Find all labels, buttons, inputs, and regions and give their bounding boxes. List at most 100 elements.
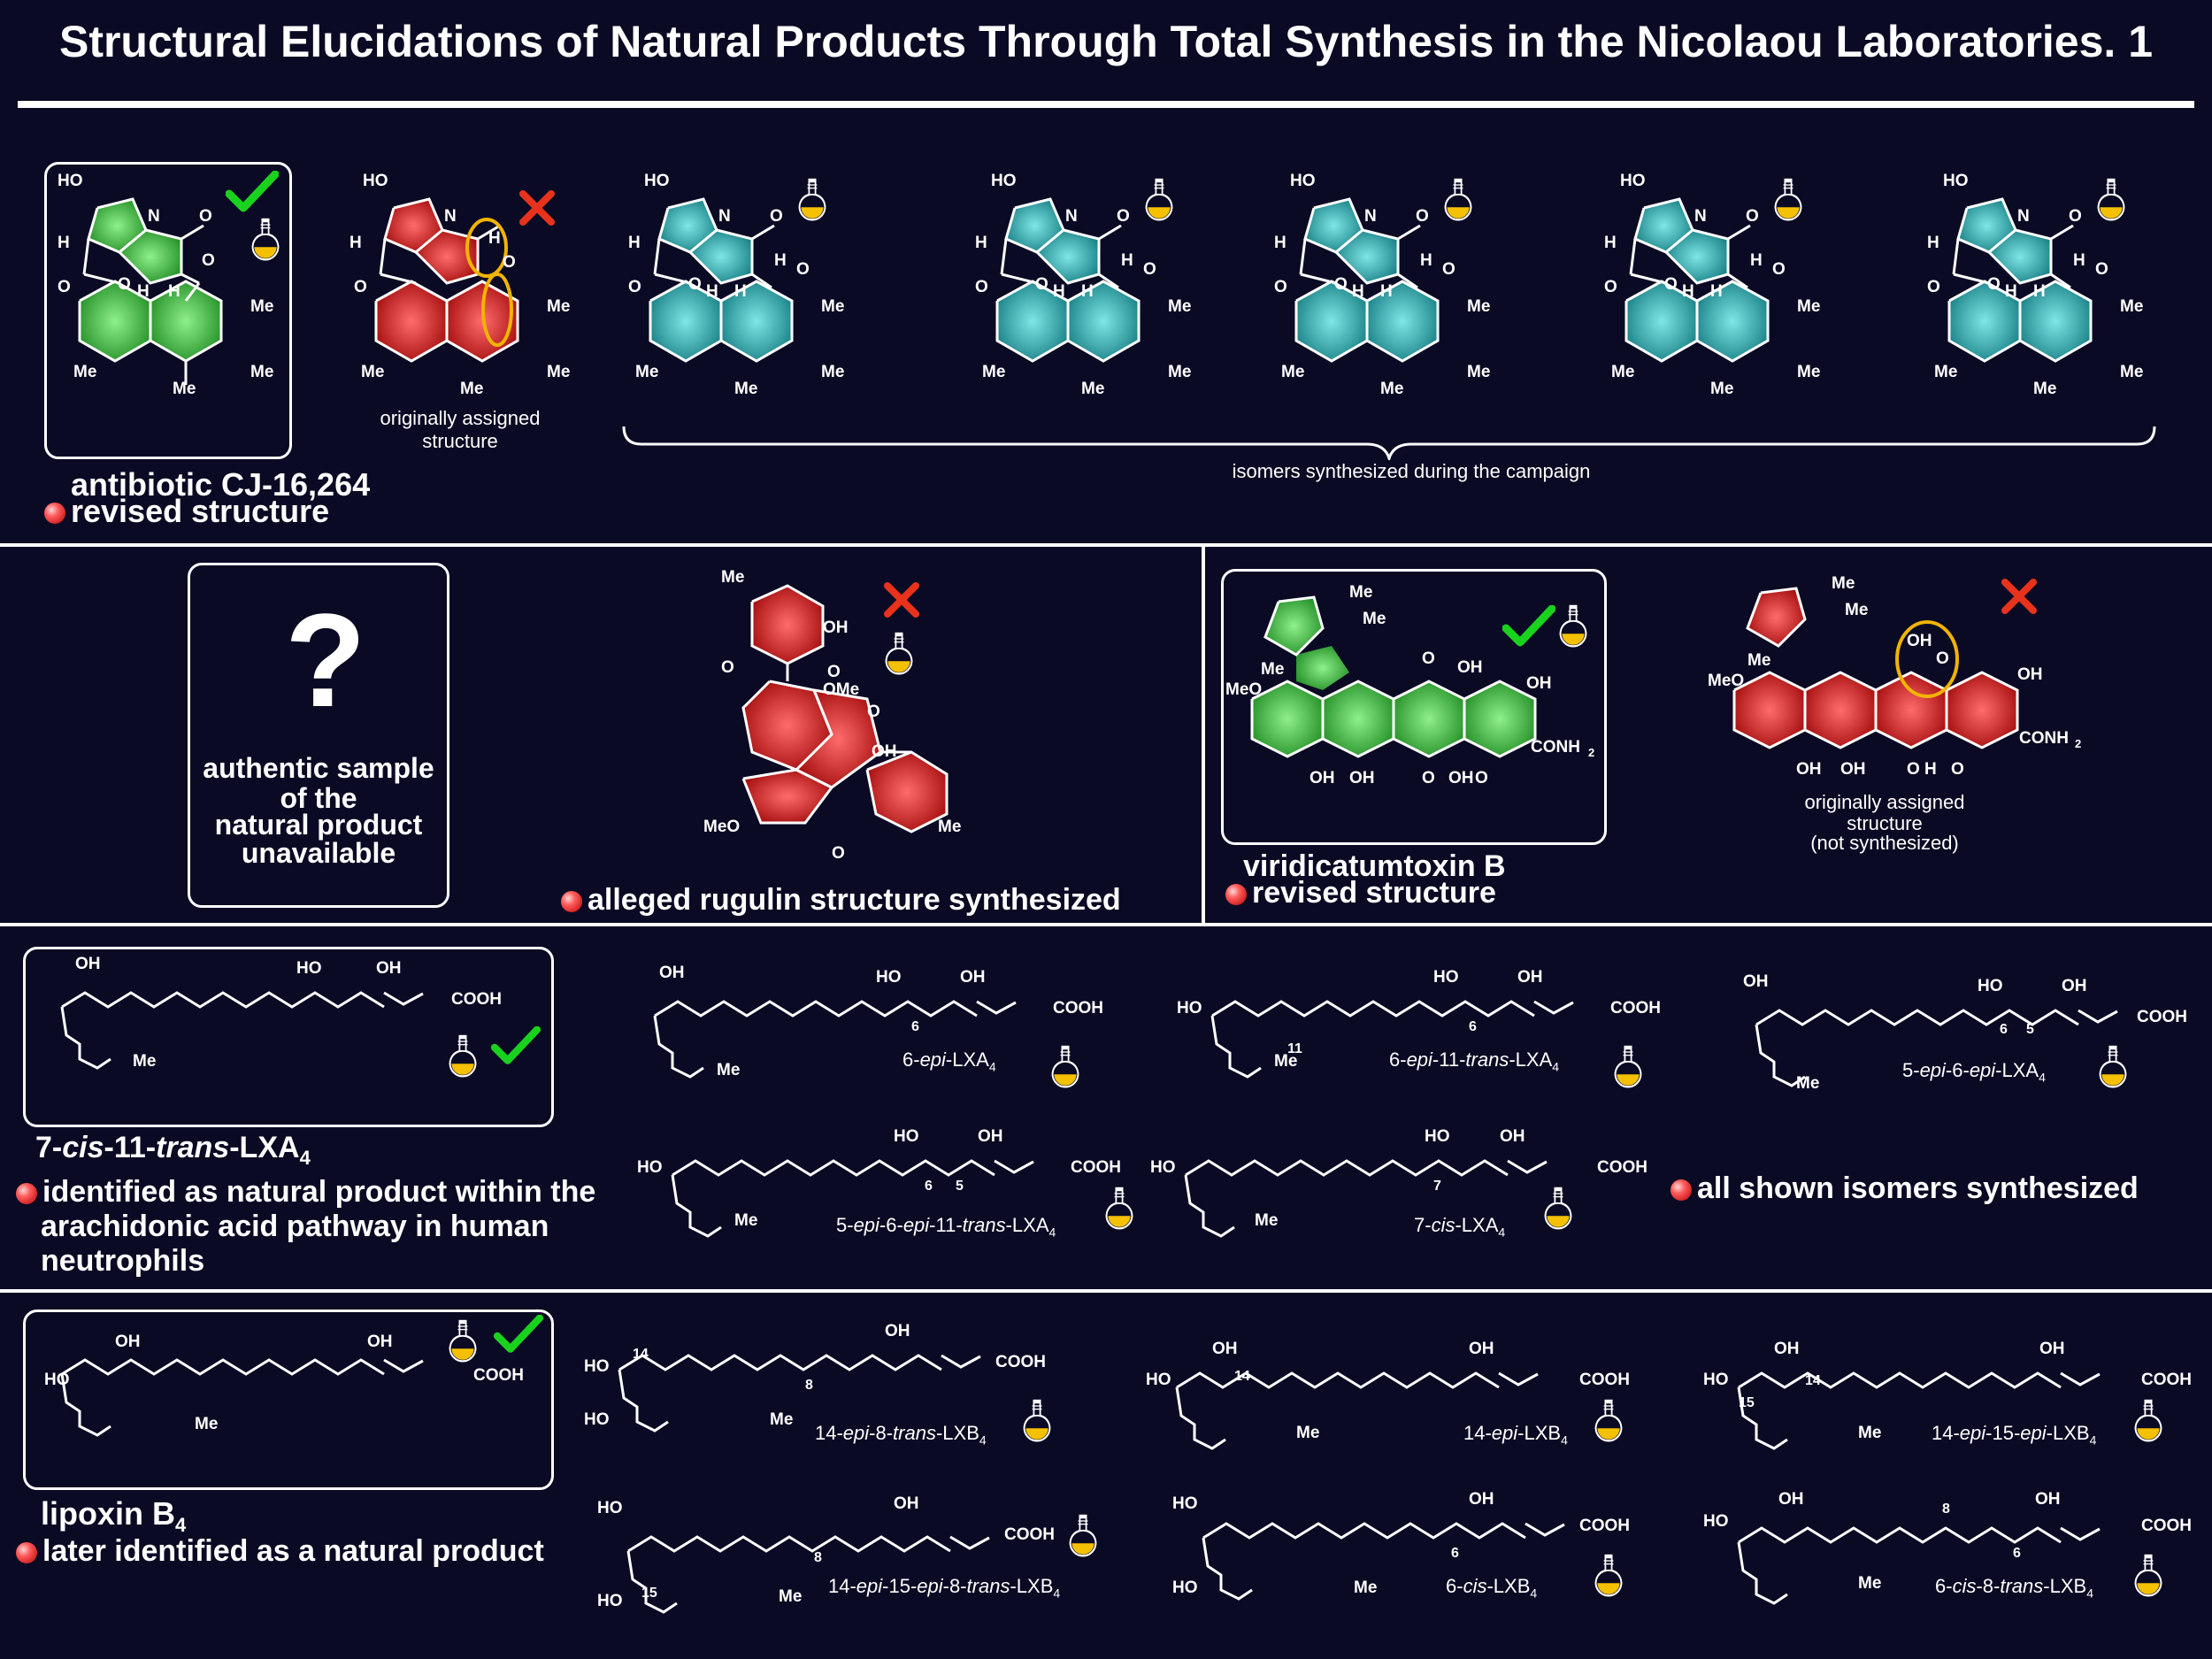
flask-icon	[883, 631, 915, 679]
atom-label: O	[1442, 260, 1455, 279]
caption-part: -LXB	[2046, 1422, 2090, 1444]
atom-label: H	[1081, 282, 1094, 301]
atom-label: Me	[779, 1587, 802, 1606]
lxa-mid: -11-	[104, 1131, 157, 1164]
atom-label: O	[1143, 260, 1156, 279]
svg-text:H: H	[349, 234, 362, 252]
svg-text:O: O	[354, 278, 367, 296]
atom-label: HO	[44, 1371, 70, 1389]
atom-label: 8	[1942, 1502, 1950, 1517]
column-divider-row2	[1202, 547, 1205, 923]
atom-label: H	[2005, 282, 2017, 301]
row-divider-2	[0, 923, 2212, 926]
atom-label: OH	[1743, 972, 1769, 991]
caption-part: -8-	[869, 1422, 894, 1444]
viri-orig-caption-2: structure	[1847, 812, 1923, 834]
atom-label: HO	[1978, 977, 2003, 995]
atom-label: COOH	[1579, 1517, 1630, 1535]
svg-text:O: O	[1422, 649, 1435, 668]
viri-original-structure: Me Me Me MeO OH O OH CONH 2 OH OH O H O	[1708, 574, 2081, 779]
flask-icon	[2132, 1553, 2164, 1601]
atom-label: COOH	[995, 1353, 1046, 1371]
caption-sub: 4	[979, 1432, 987, 1448]
isomer-caption: 5-epi-6-epi-11-trans-LXA4	[836, 1214, 1056, 1239]
atom-label: Me	[2033, 380, 2056, 398]
atom-label: OH	[2039, 1340, 2065, 1358]
atom-label: O	[1274, 278, 1287, 296]
caption-sub: 4	[988, 1059, 996, 1074]
viri-name: viridicatumtoxin B	[1243, 849, 1506, 883]
svg-text:OH: OH	[2017, 665, 2043, 684]
svg-text:CONH: CONH	[2019, 729, 2069, 748]
atom-label: OH	[659, 964, 685, 982]
atom-label: Me	[1796, 1074, 1819, 1093]
original-caption-2: structure	[422, 430, 498, 452]
caption-sub: 4	[1561, 1432, 1568, 1448]
flask-icon	[1612, 1044, 1644, 1092]
lxa-box	[23, 947, 554, 1127]
atom-label: Me	[1380, 380, 1403, 398]
caption-sub: 4	[1048, 1225, 1056, 1240]
atom-label: N	[718, 207, 731, 226]
atom-label: O	[628, 278, 641, 296]
atom-label: H	[1604, 234, 1617, 252]
caption-part: -LXA	[945, 1048, 989, 1071]
caption-sub: 4	[1530, 1586, 1538, 1601]
caption-part: 14-	[1932, 1422, 1960, 1444]
svg-text:Me: Me	[1845, 601, 1868, 619]
flask-icon	[1442, 177, 1474, 225]
page-title: Structural Elucidations of Natural Produ…	[58, 17, 2154, 66]
atom-label: HO	[637, 1158, 663, 1177]
svg-text:N: N	[148, 207, 160, 226]
atom-label: Me	[770, 1410, 793, 1429]
svg-text:O: O	[1475, 769, 1488, 787]
caption-part: epi	[917, 1575, 943, 1597]
caption-part: -LXA	[1995, 1059, 2039, 1081]
atom-label: OH	[2062, 977, 2087, 995]
svg-text:Me: Me	[1747, 651, 1770, 670]
caption-part: 6-	[1446, 1575, 1463, 1597]
caption-sub: 4	[1053, 1586, 1061, 1601]
atom-label: Me	[195, 1415, 218, 1433]
atom-label: OH	[2035, 1490, 2061, 1509]
atom-label: Me	[1467, 363, 1490, 381]
lxa-trans: trans	[156, 1131, 230, 1164]
caption-part: cis	[1463, 1575, 1487, 1597]
caption-part: epi	[842, 1422, 870, 1444]
caption-part: -LXB	[1486, 1575, 1531, 1597]
atom-label: Me	[635, 363, 658, 381]
caption-part: -15-	[1985, 1422, 2021, 1444]
check-icon	[494, 1315, 543, 1356]
lxb-bullet: later identified as a natural product	[16, 1534, 544, 1569]
svg-text:O: O	[827, 663, 841, 681]
flask-icon	[447, 1033, 479, 1081]
svg-text:MeO: MeO	[1225, 680, 1262, 699]
caption-part: -8-	[942, 1575, 967, 1597]
atom-label: Me	[734, 1211, 757, 1230]
atom-label: COOH	[473, 1366, 524, 1385]
lxb-sub: 4	[175, 1514, 187, 1537]
atom-label: COOH	[2137, 1008, 2187, 1026]
caption-part: cis	[1431, 1214, 1455, 1236]
flask-icon	[1021, 1398, 1053, 1446]
atom-label: O	[2095, 260, 2108, 279]
caption-sub: 4	[2089, 1432, 2097, 1448]
isomer-caption: 6-epi-LXA4	[902, 1048, 996, 1073]
atom-label: COOH	[1053, 999, 1103, 1018]
atom-label: OH	[115, 1333, 141, 1351]
svg-text:Me: Me	[173, 380, 196, 398]
svg-text:O: O	[199, 207, 212, 226]
atom-label: O	[2069, 207, 2082, 226]
cross-icon	[2000, 577, 2039, 616]
caption-part: 6-	[1389, 1048, 1407, 1071]
svg-text:O: O	[58, 278, 71, 296]
rugulin-structure: Me OH O O OMe O OH MeO Me O	[703, 568, 961, 863]
flask-icon	[1049, 1044, 1081, 1092]
atom-label: O	[796, 260, 810, 279]
svg-text:O: O	[118, 275, 131, 294]
atom-label: OH	[1212, 1340, 1238, 1358]
lxb-name: lipoxin B4	[41, 1495, 186, 1537]
caption-part: trans	[962, 1214, 1006, 1236]
